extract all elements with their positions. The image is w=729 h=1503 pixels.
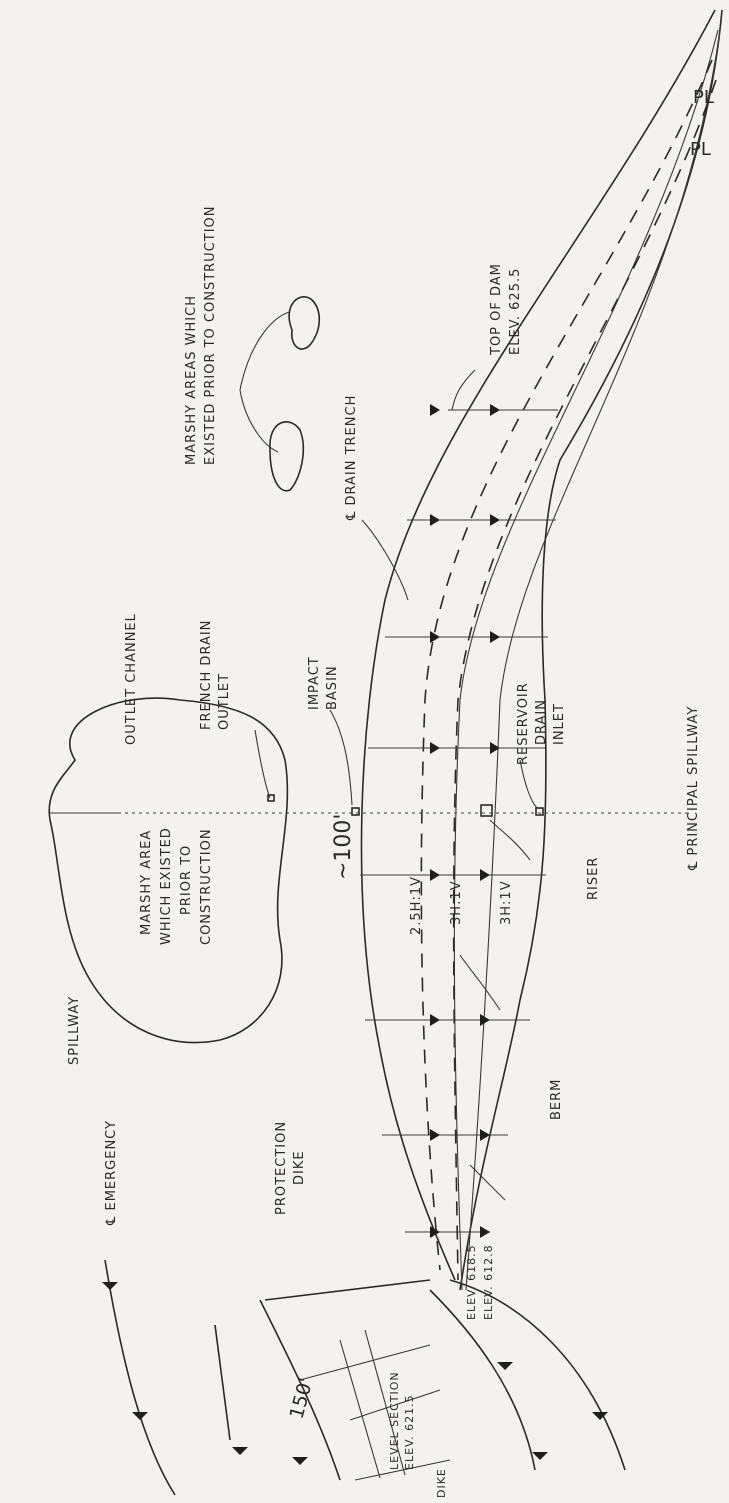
marshy-area-top-2 bbox=[269, 421, 304, 492]
french-drain-outlet-box bbox=[267, 794, 275, 802]
impact-basin-box bbox=[351, 807, 360, 816]
leader-arrows bbox=[50, 311, 538, 1201]
outlet-channel-label: OUTLET CHANNEL bbox=[124, 613, 139, 745]
slope-label-2: 3H:1V bbox=[449, 880, 464, 925]
marshy-area-top-1 bbox=[288, 296, 321, 350]
dimension-150-label: 150' bbox=[286, 1376, 318, 1422]
riser-label: RISER bbox=[586, 857, 601, 900]
elev-label-a: ELEV. 618.5 bbox=[465, 1244, 478, 1320]
french-drain-label-2: OUTLET bbox=[217, 673, 232, 730]
reservoir-drain-label-1: RESERVOIR bbox=[516, 682, 531, 765]
protection-label-1: PROTECTION bbox=[274, 1121, 289, 1215]
marshy-top-label-1: MARSHY AREAS WHICH bbox=[184, 295, 199, 465]
level-section-label-1: LEVEL SECTION bbox=[388, 1371, 401, 1470]
slope-label-3: 3H:1V bbox=[499, 880, 514, 925]
emergency-label: ℄ EMERGENCY bbox=[104, 1120, 119, 1226]
level-section-label-2: ELEV. 621.5 bbox=[403, 1394, 416, 1470]
dike-label: DIKE bbox=[435, 1468, 448, 1498]
marshy-area-mid bbox=[48, 697, 289, 1044]
reservoir-drain-inlet-box bbox=[535, 807, 544, 816]
french-drain-label-1: FRENCH DRAIN bbox=[199, 620, 214, 730]
marshy-mid-label-3: PRIOR TO bbox=[179, 845, 194, 915]
drain-trench-label: ℄ DRAIN TRENCH bbox=[344, 395, 359, 521]
top-of-dam-label-1: TOP OF DAM bbox=[489, 263, 504, 356]
impact-basin-label-2: BASIN bbox=[325, 665, 340, 710]
marshy-top-label-2: EXISTED PRIOR TO CONSTRUCTION bbox=[203, 206, 218, 466]
reservoir-drain-label-2: DRAIN bbox=[534, 699, 549, 745]
protection-label-2: DIKE bbox=[292, 1150, 307, 1185]
impact-basin-label-1: IMPACT bbox=[307, 656, 322, 710]
marshy-mid-label-1: MARSHY AREA bbox=[139, 830, 154, 935]
dimension-100-label: ~100' bbox=[331, 814, 356, 880]
elev-label-b: ELEV. 612.8 bbox=[482, 1244, 495, 1320]
reservoir-drain-label-3: INLET bbox=[552, 703, 567, 745]
section-ticks bbox=[360, 404, 558, 1238]
emergency-spillway bbox=[102, 1259, 626, 1496]
marshy-mid-label-2: WHICH EXISTED bbox=[159, 827, 174, 945]
pl-label-top: PL bbox=[693, 87, 714, 108]
principal-spillway-centerline bbox=[90, 794, 690, 817]
riser-box bbox=[480, 804, 493, 817]
berm-label: BERM bbox=[549, 1079, 564, 1120]
principal-spillway-label: ℄ PRINCIPAL SPILLWAY bbox=[686, 706, 701, 871]
top-of-dam-label-2: ELEV. 625.5 bbox=[508, 268, 523, 355]
marshy-mid-label-4: CONSTRUCTION bbox=[199, 828, 214, 945]
spillway-label: SPILLWAY bbox=[67, 996, 82, 1065]
pl-label-bottom: PL bbox=[690, 139, 711, 160]
dam-embankment bbox=[360, 9, 723, 1291]
slope-label-1: 2.5H:1V bbox=[409, 876, 424, 935]
